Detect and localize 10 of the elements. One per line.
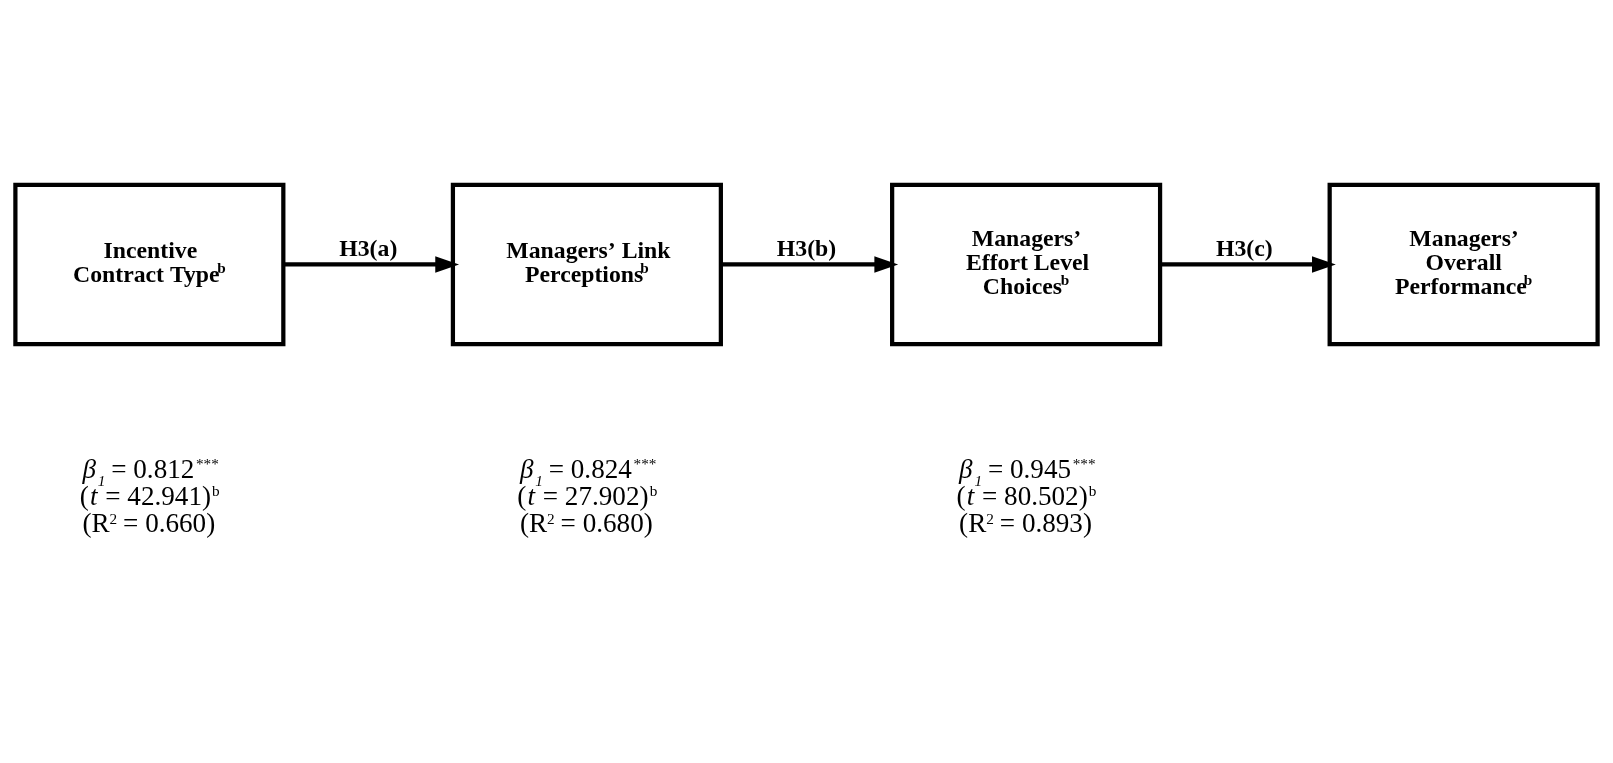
arrow [721, 256, 899, 273]
node-box: Managers’ Link Perceptions$^{b}$ [450, 182, 723, 347]
arrow [283, 256, 460, 273]
edge-label: H3(a) [339, 235, 398, 262]
edge-label: H3(b) [776, 235, 837, 262]
edge-label: H3(c) [1216, 235, 1273, 262]
node-box: Managers’ Overall Performance$^{b}$ [1327, 182, 1600, 347]
node-box: Incentive Contract Type$^{b}$ [13, 182, 286, 347]
arrow [1160, 256, 1336, 273]
node-box: Managers’ Effort Level Choices$^{b}$ [890, 182, 1163, 347]
